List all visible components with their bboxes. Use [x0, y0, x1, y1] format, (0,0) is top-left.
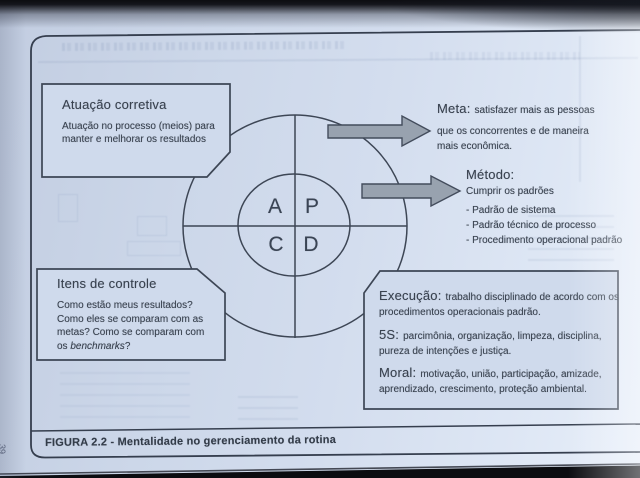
itens-line3: metas? Como se comparam com	[57, 327, 205, 338]
moral-line2: aprendizado, crescimento, proteção ambie…	[379, 384, 587, 395]
moral-paragraph: Moral:motivação, união, participação, am…	[379, 365, 615, 397]
bleed-through-rows	[238, 396, 298, 420]
itens-de-controle-box: Itens de controle Como estão meus result…	[57, 276, 233, 353]
metodo-subtitle: Cumprir os padrões	[466, 186, 554, 197]
meta-label: Meta:	[437, 101, 471, 116]
moral-line1: motivação, união, participação, amizade,	[420, 369, 602, 380]
execucao-box: Execução:trabalho disciplinado de acordo…	[379, 288, 619, 404]
pdca-letter-c: C	[268, 233, 284, 256]
bleed-through-shape	[58, 194, 78, 222]
atuacao-title: Atuação corretiva	[62, 97, 167, 112]
itens-line4-suffix: ?	[124, 340, 131, 352]
bleed-through-rows	[60, 372, 190, 422]
page-edge-line	[0, 463, 640, 475]
arrow-to-meta	[327, 114, 432, 148]
metodo-item2: - Padrão técnico de processo	[466, 220, 597, 231]
atuacao-corretiva-box-outline	[41, 83, 231, 178]
meta-annotation: Meta:satisfazer mais as pessoas que os c…	[437, 101, 595, 154]
benchmarks-italic: benchmarks	[70, 340, 125, 352]
metodo-item1: - Padrão de sistema	[466, 205, 556, 216]
caption-separator-line	[30, 423, 640, 432]
moral-label: Moral:	[379, 365, 417, 380]
metodo-annotation: Método: Cumprir os padrões - Padrão de s…	[466, 166, 622, 248]
execucao-label: Execução:	[379, 288, 442, 303]
metodo-item3: - Procedimento operacional padrão	[466, 235, 623, 246]
outer-circle	[182, 114, 408, 338]
execucao-box-outline	[363, 270, 619, 410]
figure-frame	[30, 29, 640, 459]
atuacao-line1: Atuação no processo (meios) para	[62, 121, 215, 132]
bleed-through-shape	[137, 216, 167, 236]
bleed-through-text	[430, 52, 580, 60]
atuacao-corretiva-box: Atuação corretiva Atuação no processo (m…	[62, 97, 234, 146]
left-shadow	[0, 0, 26, 478]
page-curl-highlight	[568, 0, 640, 478]
itens-de-controle-box-outline	[36, 268, 226, 361]
cincos-line2: pureza de intenções e justiça.	[379, 345, 512, 357]
photo-bottom-band	[0, 465, 640, 478]
cincos-label: 5S:	[379, 326, 400, 342]
pdca-letter-d: D	[303, 233, 319, 256]
inner-pdca-circle	[237, 173, 351, 277]
itens-line2: Como eles se comparam com as	[57, 313, 204, 325]
pdca-letter-a: A	[267, 195, 283, 218]
atuacao-line2: manter e melhorar os resultados	[62, 134, 206, 145]
meta-line2: que os concorrentes e de maneira	[437, 126, 589, 137]
pdca-letter-p: P	[304, 195, 320, 218]
execucao-line1: trabalho disciplinado de acordo com os	[445, 292, 619, 303]
bleed-through-shape	[127, 241, 181, 256]
itens-line4-prefix: os	[57, 340, 71, 352]
metodo-label: Método:	[466, 167, 515, 182]
cincos-line1: parcimônia, organização, limpeza, discip…	[403, 330, 602, 342]
meta-row1: Meta:satisfazer mais as pessoas	[437, 101, 595, 119]
itens-line1: Como estão meus resultados?	[57, 300, 193, 311]
meta-line3: mais econômica.	[437, 141, 513, 152]
execucao-line2: procedimentos operacionais padrão.	[379, 307, 541, 318]
arrow-to-metodo	[361, 174, 462, 208]
itens-title: Itens de controle	[57, 276, 157, 291]
execucao-paragraph: Execução:trabalho disciplinado de acordo…	[379, 288, 619, 320]
top-right-shadow	[280, 0, 640, 46]
meta-line1: satisfazer mais as pessoas	[474, 105, 595, 116]
bleed-through-rows	[528, 215, 614, 263]
cincos-paragraph: 5S:parcimônia, organização, limpeza, dis…	[379, 327, 615, 359]
bleed-through-line	[579, 36, 581, 182]
itens-line4: os benchmarks?	[57, 340, 233, 354]
